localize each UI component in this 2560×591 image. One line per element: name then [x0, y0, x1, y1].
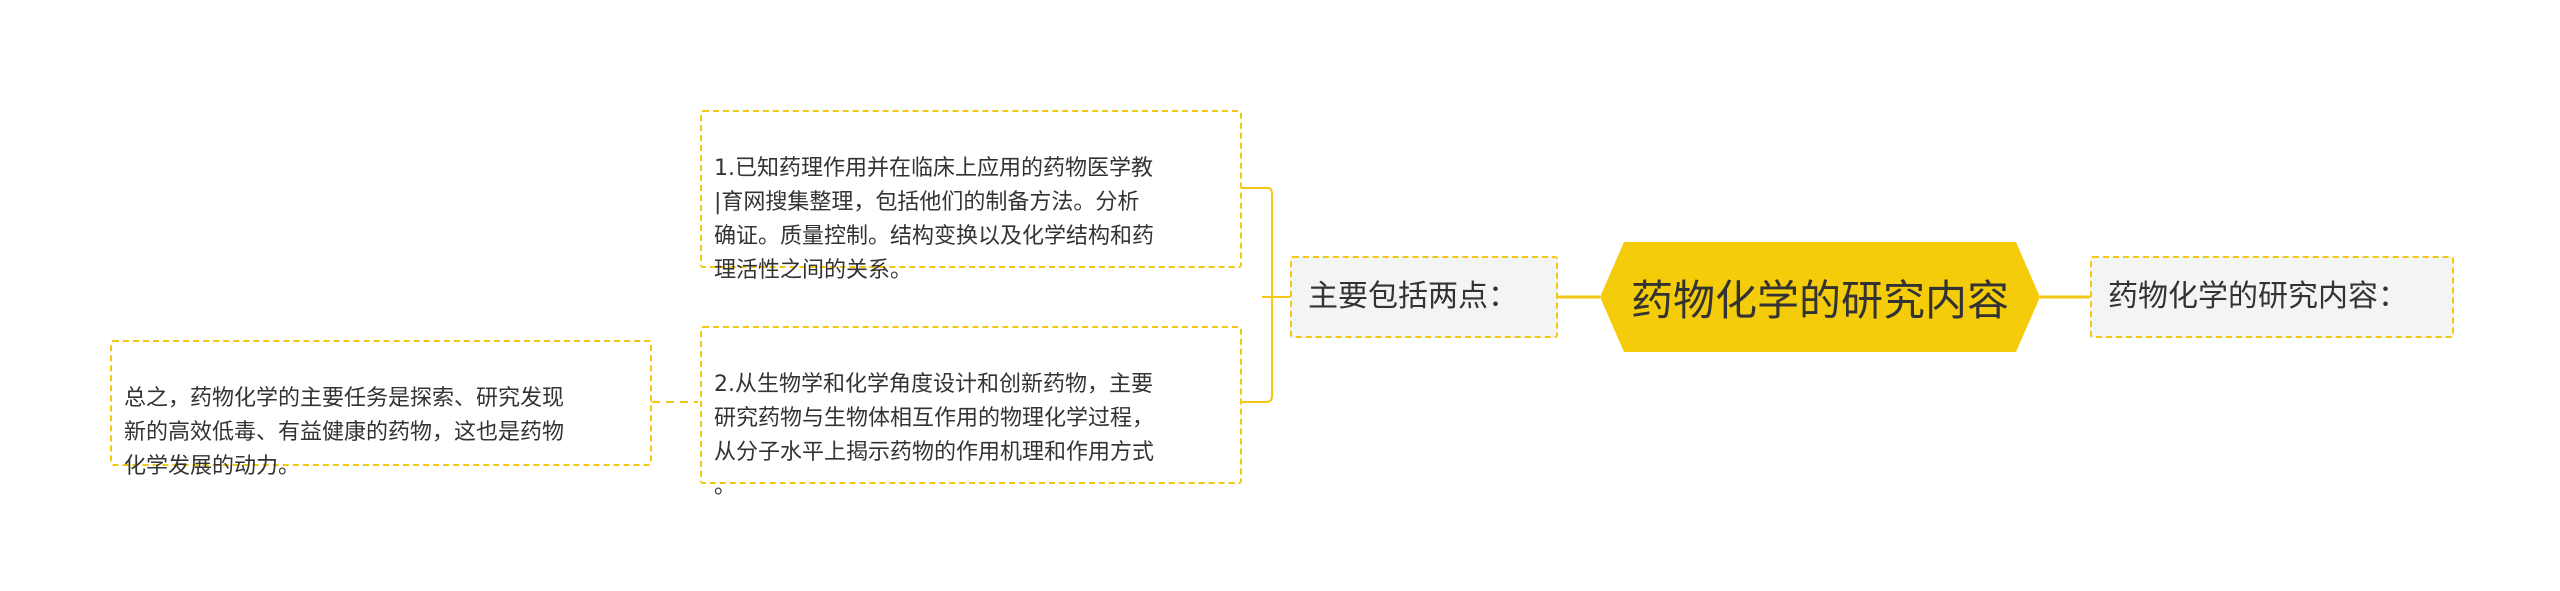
point1-text: 1.已知药理作用并在临床上应用的药物医学教 |育网搜集整理，包括他们的制备方法。… — [714, 156, 1155, 283]
summary-node[interactable]: 总之，药物化学的主要任务是探索、研究发现 新的高效低毒、有益健康的药物，这也是药… — [110, 340, 652, 479]
right-branch-node[interactable]: 药物化学的研究内容： — [2090, 256, 2454, 338]
root-node[interactable]: 药物化学的研究内容 — [1600, 242, 2040, 352]
point2-text: 2.从生物学和化学角度设计和创新药物，主要 研究药物与生物体相互作用的物理化学过… — [714, 372, 1155, 499]
point2-node[interactable]: 2.从生物学和化学角度设计和创新药物，主要 研究药物与生物体相互作用的物理化学过… — [700, 326, 1242, 499]
summary-text: 总之，药物化学的主要任务是探索、研究发现 新的高效低毒、有益健康的药物，这也是药… — [124, 386, 565, 479]
left-branch-label: 主要包括两点： — [1308, 279, 1518, 314]
point1-node[interactable]: 1.已知药理作用并在临床上应用的药物医学教 |育网搜集整理，包括他们的制备方法。… — [700, 110, 1242, 283]
connector-bracket — [1242, 187, 1273, 403]
left-branch-node[interactable]: 主要包括两点： — [1290, 256, 1558, 338]
root-label: 药物化学的研究内容 — [1630, 275, 2009, 325]
right-branch-label: 药物化学的研究内容： — [2108, 279, 2408, 314]
